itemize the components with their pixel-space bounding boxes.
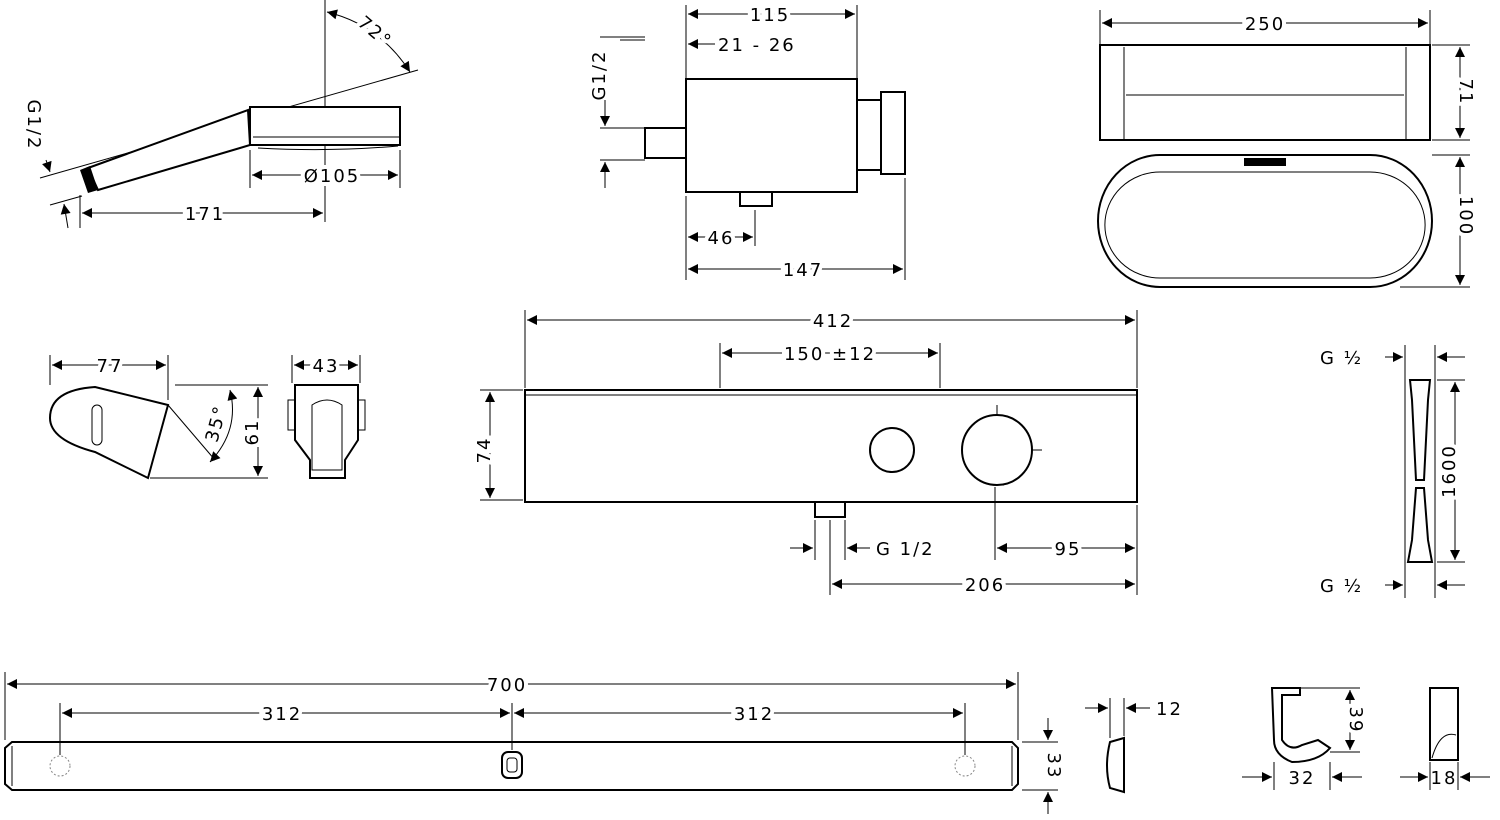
holder-side-drawing: 77 35° 61 [48,352,268,480]
dim-312-left: 312 [262,704,302,725]
dim-43: 43 [313,356,340,377]
clip-drawing: 18 [1400,687,1490,790]
dim-171: 171 [185,204,225,225]
dim-95: 95 [1055,539,1082,560]
dim-700: 700 [487,675,527,696]
dim-115: 115 [750,5,790,26]
dim-thread-g12: G1/2 [23,100,44,151]
dim-150-12: 150 ±12 [784,344,876,365]
dim-147: 147 [783,260,823,281]
dim-1600: 1600 [1439,444,1460,498]
dim-61: 61 [242,419,263,446]
dim-12: 12 [1156,699,1183,720]
dim-18: 18 [1431,768,1458,789]
basket-drawing: 250 71 100 [1097,10,1480,288]
dim-74: 74 [474,437,495,464]
dim-thread-g12-front: G 1/2 [876,539,935,560]
dim-21-26: 21 - 26 [718,35,796,56]
dim-77: 77 [97,356,124,377]
dim-206: 206 [965,575,1005,596]
rail-drawing: 700 312 312 33 [4,671,1064,814]
dim-312-right: 312 [734,704,774,725]
holder-front-drawing: 43 [287,352,366,479]
thermostat-top-drawing: 115 21 - 26 G1/2 46 147 [589,1,906,285]
dim-412: 412 [813,311,853,332]
dim-100: 100 [1455,196,1476,236]
thermostat-front-drawing: 412 150 ±12 74 G 1/2 95 206 [470,307,1138,600]
hand-shower-drawing: 171 Ø105 72° G1/2 [23,0,419,229]
dim-32: 32 [1289,768,1316,789]
hose-drawing: G ½ G ½ 1600 [1320,345,1465,598]
dim-46: 46 [708,228,735,249]
dim-angle-35: 35° [202,403,232,445]
dim-250: 250 [1245,14,1285,35]
rail-end-drawing: 12 [1085,698,1183,794]
hook-drawing: 39 32 [1242,687,1370,790]
dim-71: 71 [1455,79,1476,106]
dim-thread-g-half-top: G ½ [1320,348,1363,369]
dim-33: 33 [1043,753,1064,780]
dim-thread-g-half-bottom: G ½ [1320,576,1363,597]
dim-39: 39 [1345,707,1366,734]
dim-diameter-105: Ø105 [304,166,361,187]
dim-thread-g12-top: G1/2 [589,50,610,101]
